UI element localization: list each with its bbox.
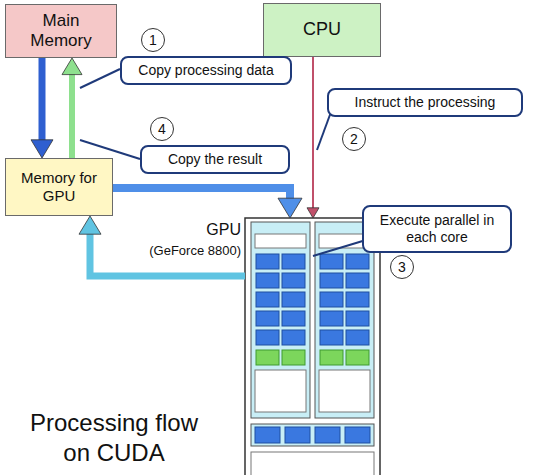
chip-part bbox=[320, 330, 343, 345]
data-flow-arrow bbox=[31, 58, 53, 158]
chip-part bbox=[256, 254, 279, 269]
diagram-title: Processing flow on CUDA bbox=[14, 408, 214, 468]
chip-part bbox=[251, 452, 374, 475]
callout-number: 3 bbox=[390, 255, 414, 279]
arrow-head bbox=[79, 216, 101, 234]
chip-part bbox=[256, 273, 279, 288]
leader-line bbox=[317, 112, 331, 150]
processor-box: CPU bbox=[263, 3, 381, 57]
data-flow-arrow bbox=[307, 57, 319, 218]
chip-part bbox=[256, 330, 279, 345]
callout-box: Copy the result bbox=[140, 145, 290, 174]
arrow-head bbox=[62, 58, 82, 75]
chip-part bbox=[256, 311, 279, 326]
arrow-line bbox=[69, 74, 75, 158]
chip-part bbox=[282, 311, 305, 326]
chip-part bbox=[282, 273, 305, 288]
arrow-line bbox=[312, 57, 314, 209]
arrow-head bbox=[307, 208, 319, 218]
callout-number: 1 bbox=[141, 28, 165, 52]
callout-box: Instruct the processing bbox=[327, 88, 523, 117]
chip-part bbox=[320, 254, 343, 269]
chip-part bbox=[256, 292, 279, 307]
data-flow-arrow bbox=[62, 58, 82, 158]
chip-part bbox=[319, 370, 370, 412]
chip-part bbox=[346, 292, 369, 307]
chip-part bbox=[346, 311, 369, 326]
arrow-line bbox=[90, 233, 245, 276]
chip-part bbox=[346, 273, 369, 288]
memory-box: Main Memory bbox=[5, 4, 117, 58]
chip-part bbox=[251, 222, 310, 418]
arrow-line bbox=[113, 188, 290, 199]
chip-part bbox=[320, 292, 343, 307]
callout-box: Copy processing data bbox=[120, 56, 292, 85]
leader-line bbox=[313, 240, 366, 256]
chip-part bbox=[320, 311, 343, 326]
gpu-chip: GPU(GeForce 8800) bbox=[245, 218, 380, 475]
chip-part bbox=[245, 218, 380, 475]
arrow-head bbox=[278, 198, 302, 218]
node-label: Main Memory bbox=[14, 11, 108, 52]
data-flow-arrow bbox=[79, 216, 245, 276]
chip-part bbox=[255, 370, 306, 412]
chip-part bbox=[255, 234, 306, 248]
chip-part bbox=[256, 350, 279, 365]
data-flow-arrow bbox=[113, 188, 302, 218]
callout-number: 4 bbox=[150, 117, 174, 141]
leader-line bbox=[80, 140, 140, 159]
chip-part bbox=[346, 254, 369, 269]
chip-part bbox=[282, 292, 305, 307]
chip-part bbox=[255, 427, 280, 443]
node-label: Memory for GPU bbox=[14, 169, 104, 205]
memory-box: Memory for GPU bbox=[5, 158, 113, 216]
callout-box: Execute parallel in each core bbox=[362, 205, 512, 253]
node-label: Copy the result bbox=[168, 151, 262, 168]
callout-number: 3 bbox=[398, 259, 406, 276]
node-label: GPU bbox=[135, 220, 241, 239]
chip-part bbox=[320, 350, 343, 365]
node-label: (GeForce 8800) bbox=[135, 243, 241, 259]
node-label: Instruct the processing bbox=[355, 94, 496, 111]
chip-part bbox=[315, 427, 340, 443]
chip-part bbox=[282, 330, 305, 345]
node-label: CPU bbox=[303, 19, 341, 41]
callout-number: 2 bbox=[350, 131, 358, 148]
callout-number: 2 bbox=[342, 127, 366, 151]
chip-part bbox=[346, 330, 369, 345]
chip-part bbox=[282, 350, 305, 365]
chip-part bbox=[345, 427, 370, 443]
chip-part bbox=[251, 424, 374, 446]
callout-number: 4 bbox=[158, 121, 166, 138]
chip-part bbox=[346, 350, 369, 365]
node-label: Execute parallel in each core bbox=[374, 212, 500, 246]
gpu-label: GPU (GeForce 8800) bbox=[135, 220, 245, 259]
chip-part bbox=[320, 273, 343, 288]
callout-number: 1 bbox=[149, 32, 157, 49]
node-label: Copy processing data bbox=[138, 62, 273, 79]
arrow-line bbox=[39, 58, 46, 141]
chip-part bbox=[285, 427, 310, 443]
arrow-head bbox=[31, 140, 53, 158]
leader-line bbox=[80, 69, 120, 88]
chip-part bbox=[282, 254, 305, 269]
